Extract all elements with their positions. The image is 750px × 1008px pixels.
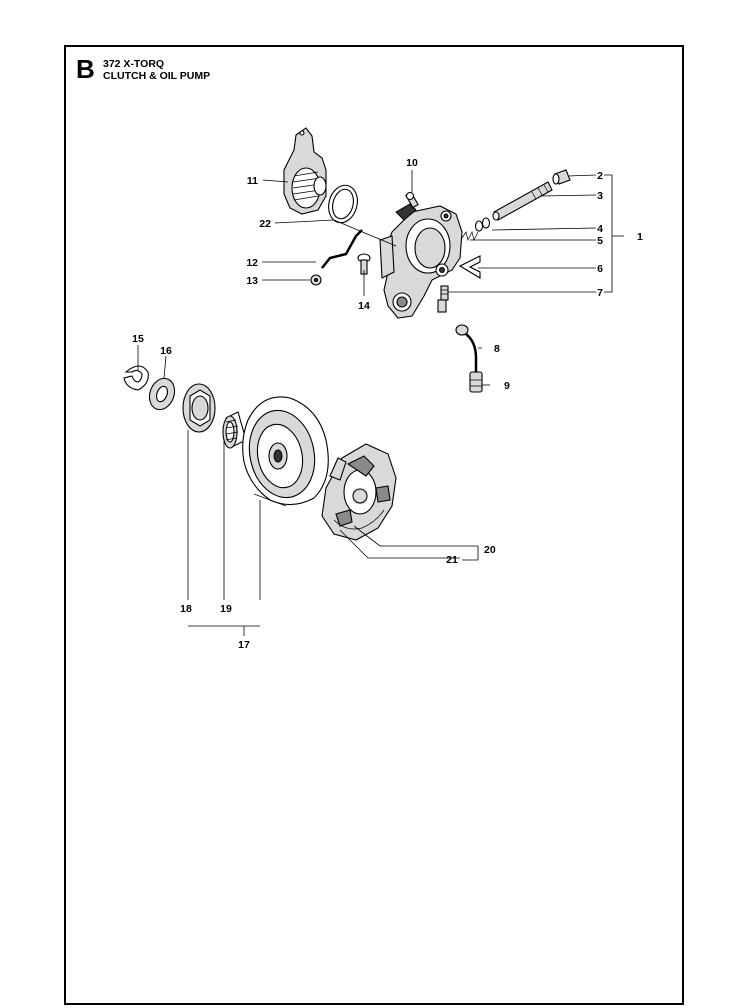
callout-14: 14 [358, 300, 370, 312]
part-19-needle-bearing [222, 411, 247, 449]
part-9-oil-filter [469, 371, 483, 393]
part-10-screw [405, 191, 419, 209]
part-12-oil-pipe [321, 229, 363, 269]
part-5-spring [461, 230, 479, 242]
page-frame [64, 45, 684, 1005]
callout-15: 15 [132, 333, 144, 345]
callout-20: 20 [484, 544, 496, 556]
part-6-chevron-plate [458, 255, 481, 279]
leader-lines [137, 170, 624, 636]
callout-9: 9 [504, 380, 510, 392]
part-16-washer [148, 377, 176, 411]
callout-4: 4 [597, 223, 603, 235]
callout-22: 22 [259, 218, 271, 230]
callout-21: 21 [446, 554, 458, 566]
part-11-oil-pump-gear [283, 127, 327, 215]
part-18-rim-sprocket [182, 383, 216, 433]
part-20-clutch-assembly [321, 443, 397, 541]
callout-17: 17 [238, 639, 250, 651]
diagram-subtitle: CLUTCH & OIL PUMP [103, 70, 211, 82]
callout-3: 3 [597, 190, 603, 202]
callout-10: 10 [406, 157, 418, 169]
part-7-valve-nipple [437, 285, 449, 313]
callout-6: 6 [597, 263, 603, 275]
part-4-washers [474, 217, 491, 232]
callout-8: 8 [494, 343, 500, 355]
callout-18: 18 [180, 603, 192, 615]
callout-5: 5 [597, 235, 603, 247]
callout-11: 11 [247, 175, 258, 187]
part-1-oil-pump-housing [379, 203, 463, 319]
part-15-circlip [123, 365, 149, 391]
callout-1: 1 [637, 231, 643, 243]
part-13-nut [310, 274, 322, 286]
callout-13: 13 [246, 275, 258, 287]
model-title: 372 X-TORQ [103, 58, 165, 70]
section-letter: B [76, 54, 95, 84]
part-8-oil-hose [455, 324, 478, 372]
part-21-clutch-spring [333, 509, 385, 530]
part-2-pump-cap [552, 169, 571, 185]
callout-12: 12 [246, 257, 258, 269]
callout-19: 19 [220, 603, 232, 615]
callout-2: 2 [597, 170, 603, 182]
part-3-pump-shaft [492, 181, 553, 221]
callout-16: 16 [160, 345, 172, 357]
part-22-gasket [328, 184, 358, 224]
part-17-clutch-drum [242, 396, 329, 507]
callout-7: 7 [597, 287, 603, 299]
